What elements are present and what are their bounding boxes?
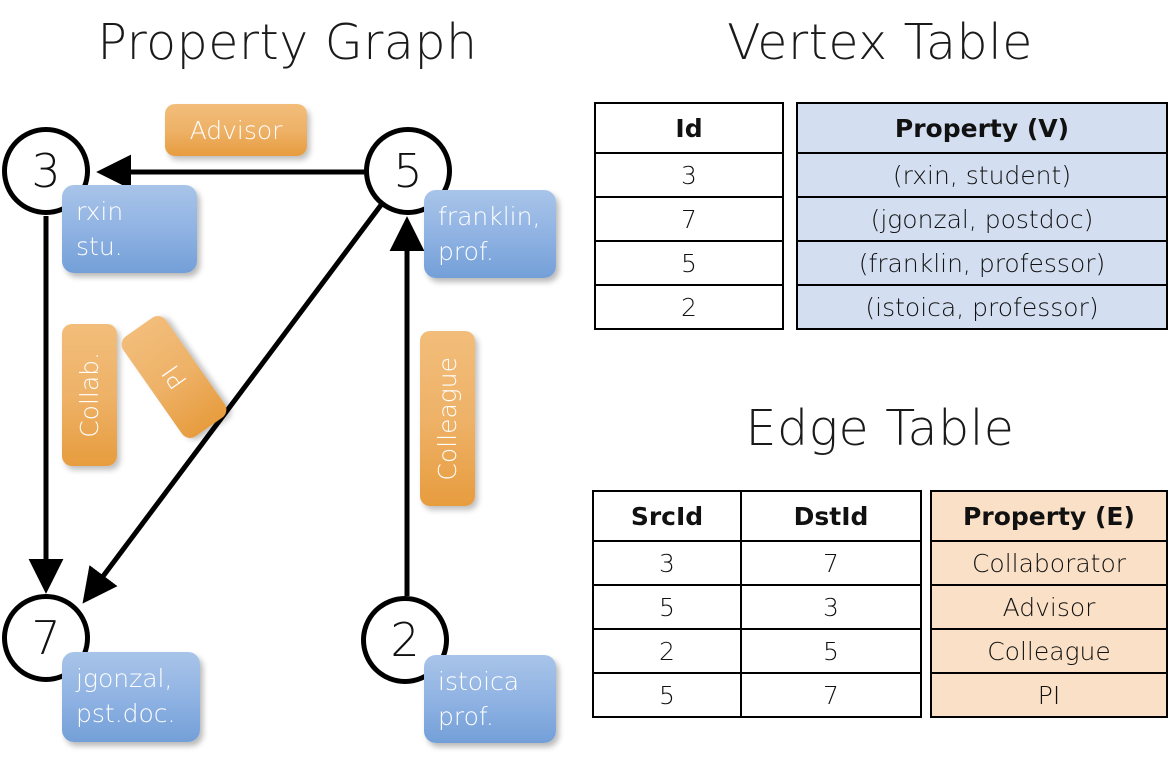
- edge-label-pi-text: PI: [155, 359, 193, 395]
- vertex-cell-property: (franklin, professor): [796, 240, 1168, 286]
- edge-cell-srcid: 5: [592, 584, 742, 630]
- table-row[interactable]: 5 7 PI: [592, 672, 1168, 718]
- property-graph-diagram: 3 5 7 2 rxin stu. franklin, prof. jgonza…: [2, 104, 556, 743]
- vertex-cell-id: 3: [594, 152, 784, 198]
- edge-table-header-dstid: DstId: [740, 490, 922, 542]
- edge-label-advisor-text: Advisor: [189, 115, 283, 145]
- vertex-cell-property: (rxin, student): [796, 152, 1168, 198]
- vertex-property-jgonzal-line1: jgonzal,: [76, 664, 173, 693]
- graph-node-2-label: 2: [390, 613, 420, 667]
- vertex-cell-property: (jgonzal, postdoc): [796, 196, 1168, 242]
- edge-table-header-row: SrcId DstId Property (E): [592, 490, 1168, 542]
- table-row[interactable]: 2 5 Colleague: [592, 628, 1168, 674]
- table-row[interactable]: 5 3 Advisor: [592, 584, 1168, 630]
- edge-table: SrcId DstId Property (E) 3 7 Collaborato…: [592, 490, 1168, 718]
- edge-table-column-gap: [921, 541, 931, 585]
- vertex-table: Id Property (V) 3 (rxin, student) 7 (jgo…: [594, 102, 1168, 330]
- vertex-property-box-jgonzal: jgonzal, pst.doc.: [62, 652, 200, 742]
- edge-cell-srcid: 3: [592, 540, 742, 586]
- table-row[interactable]: 3 7 Collaborator: [592, 540, 1168, 586]
- vertex-table-header-property: Property (V): [796, 102, 1168, 154]
- vertex-property-rxin-line1: rxin: [76, 197, 124, 226]
- vertex-table-header-row: Id Property (V): [594, 102, 1168, 154]
- vertex-cell-id: 7: [594, 196, 784, 242]
- vertex-cell-property: (istoica, professor): [796, 284, 1168, 330]
- edge-label-collab-text: Collab.: [75, 352, 104, 438]
- graph-node-5[interactable]: 5: [364, 127, 452, 215]
- table-row[interactable]: 7 (jgonzal, postdoc): [594, 196, 1168, 242]
- vertex-cell-id: 2: [594, 284, 784, 330]
- edge-cell-dstid: 5: [740, 628, 922, 674]
- graph-node-3-label: 3: [31, 144, 61, 198]
- edge-cell-dstid: 7: [740, 540, 922, 586]
- edge-cell-dstid: 7: [740, 672, 922, 718]
- graph-node-5-label: 5: [393, 144, 423, 198]
- table-row[interactable]: 2 (istoica, professor): [594, 284, 1168, 330]
- edge-cell-dstid: 3: [740, 584, 922, 630]
- vertex-table-column-gap: [783, 241, 797, 285]
- page-title-edge-table: Edge Table: [745, 400, 1015, 457]
- vertex-property-franklin-line1: franklin,: [438, 202, 541, 231]
- vertex-property-jgonzal-line2: pst.doc.: [76, 698, 176, 728]
- edge-table-header-srcid: SrcId: [592, 490, 742, 542]
- table-row[interactable]: 3 (rxin, student): [594, 152, 1168, 198]
- edge-table-column-gap: [921, 673, 931, 717]
- edge-label-advisor: Advisor: [165, 104, 307, 156]
- edge-table-column-gap: [921, 585, 931, 629]
- vertex-property-rxin-line2: stu.: [76, 231, 123, 261]
- edge-label-colleague-text: Colleague: [433, 356, 462, 481]
- page-title-property-graph: Property Graph: [97, 14, 478, 71]
- vertex-property-istoica-line2: prof.: [438, 701, 494, 731]
- edge-5-to-7-pi: [82, 203, 384, 604]
- edge-label-colleague: Colleague: [420, 331, 475, 506]
- edge-table-header-property: Property (E): [930, 490, 1168, 542]
- edge-cell-srcid: 2: [592, 628, 742, 674]
- vertex-table-column-gap: [783, 153, 797, 197]
- graph-node-7-label: 7: [31, 611, 61, 665]
- edge-table-column-gap: [921, 629, 931, 673]
- vertex-property-istoica-line1: istoica: [438, 667, 520, 696]
- edge-cell-srcid: 5: [592, 672, 742, 718]
- edge-cell-property: Colleague: [930, 628, 1168, 674]
- edge-table-column-gap: [921, 491, 931, 541]
- vertex-table-column-gap: [783, 103, 797, 153]
- edge-cell-property: PI: [930, 672, 1168, 718]
- table-row[interactable]: 5 (franklin, professor): [594, 240, 1168, 286]
- page-title-vertex-table: Vertex Table: [727, 14, 1033, 71]
- vertex-table-column-gap: [783, 285, 797, 329]
- edge-cell-property: Advisor: [930, 584, 1168, 630]
- vertex-table-header-id: Id: [594, 102, 784, 154]
- vertex-property-box-franklin: franklin, prof.: [424, 190, 556, 278]
- vertex-property-franklin-line2: prof.: [438, 236, 494, 266]
- vertex-table-column-gap: [783, 197, 797, 241]
- graph-edges-svg: [28, 154, 425, 604]
- vertex-cell-id: 5: [594, 240, 784, 286]
- edge-cell-property: Collaborator: [930, 540, 1168, 586]
- graph-node-2[interactable]: 2: [361, 596, 449, 684]
- edge-label-collab: Collab.: [62, 324, 117, 466]
- vertex-property-box-istoica: istoica prof.: [424, 655, 556, 743]
- vertex-property-box-rxin: rxin stu.: [62, 185, 197, 273]
